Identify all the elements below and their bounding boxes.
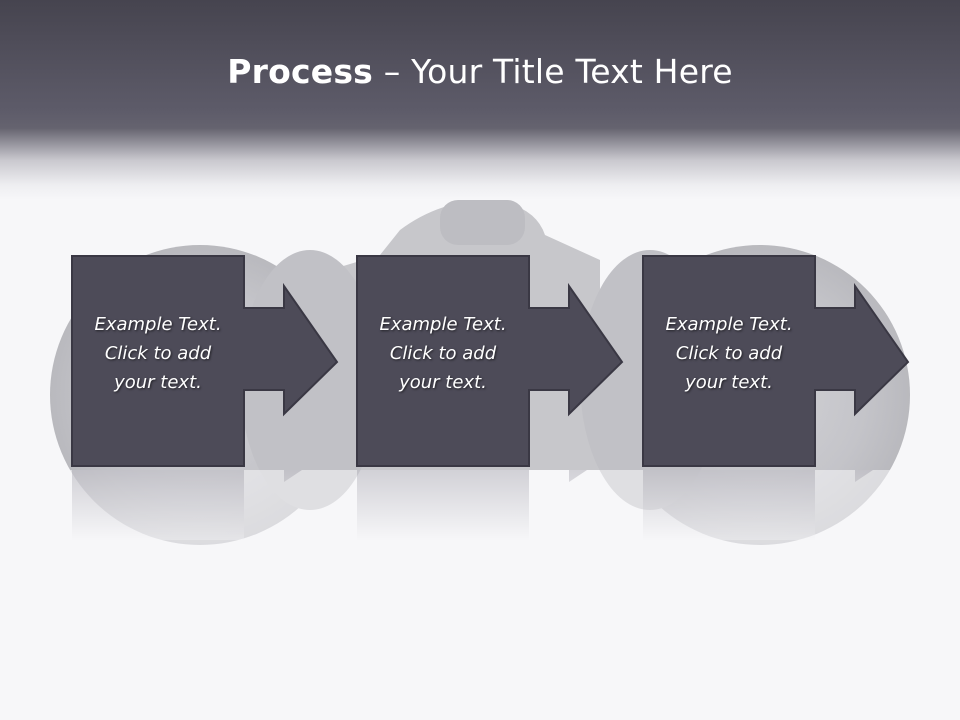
step-reflection [72,470,302,540]
step-reflection [643,470,873,540]
step-text-line: your text. [399,372,487,393]
slide-title[interactable]: Process – Your Title Text Here [0,52,960,91]
title-bar [0,0,960,200]
step-reflection [357,470,587,540]
process-step-1[interactable]: Example Text. Click to add your text. [71,255,342,471]
arrow-box-shape [356,255,624,467]
arrow-box-shape [642,255,910,467]
process-step-2[interactable]: Example Text. Click to add your text. [356,255,627,471]
step-text-line: your text. [114,372,202,393]
step-text-line: Example Text. [379,314,507,335]
step-text-line: Click to add [675,343,783,364]
step-text[interactable]: Example Text. Click to add your text. [72,310,244,397]
step-text-line: Example Text. [665,314,793,335]
step-text-line: Click to add [104,343,212,364]
arrow-box-shape [71,255,339,467]
title-bold: Process [227,52,374,91]
step-text[interactable]: Example Text. Click to add your text. [357,310,529,397]
title-rest: – Your Title Text Here [373,52,733,91]
step-text-line: Click to add [389,343,497,364]
step-text-line: Example Text. [94,314,222,335]
step-text-line: your text. [685,372,773,393]
process-step-3[interactable]: Example Text. Click to add your text. [642,255,913,471]
step-text[interactable]: Example Text. Click to add your text. [643,310,815,397]
